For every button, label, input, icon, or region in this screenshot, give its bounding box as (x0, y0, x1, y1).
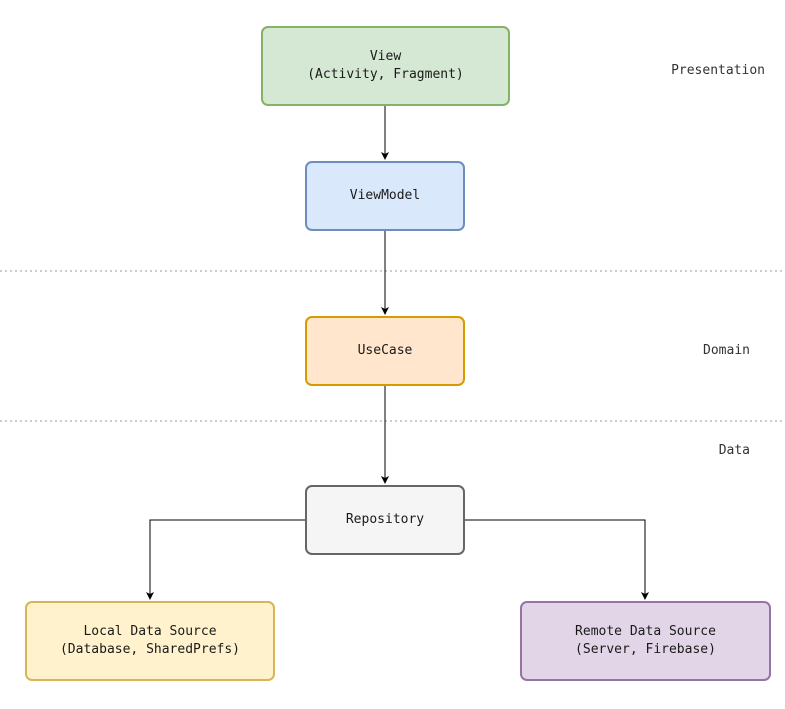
edge-repository-to-remote (465, 519, 649, 600)
usecase-node-title: UseCase (357, 343, 413, 358)
viewmodel-node-title: ViewModel (349, 188, 421, 203)
edge-repository-to-local (146, 519, 305, 600)
view-node: View (Activity, Fragment) (261, 26, 510, 106)
view-node-subtitle: (Activity, Fragment) (307, 67, 464, 82)
usecase-node: UseCase (305, 316, 465, 386)
layer-label-presentation: Presentation (671, 63, 765, 78)
local-data-source-title: Local Data Source (83, 624, 217, 639)
layer-label-data: Data (718, 443, 750, 458)
repository-node: Repository (305, 485, 465, 555)
layer-label-domain: Domain (703, 343, 750, 358)
remote-data-source-title: Remote Data Source (575, 624, 716, 639)
remote-data-source-node: Remote Data Source (Server, Firebase) (520, 601, 771, 681)
remote-data-source-subtitle: (Server, Firebase) (575, 642, 716, 657)
local-data-source-subtitle: (Database, SharedPrefs) (59, 642, 240, 657)
view-node-title: View (369, 49, 402, 64)
repository-node-title: Repository (345, 512, 425, 527)
local-data-source-node: Local Data Source (Database, SharedPrefs… (25, 601, 275, 681)
viewmodel-node: ViewModel (305, 161, 465, 231)
